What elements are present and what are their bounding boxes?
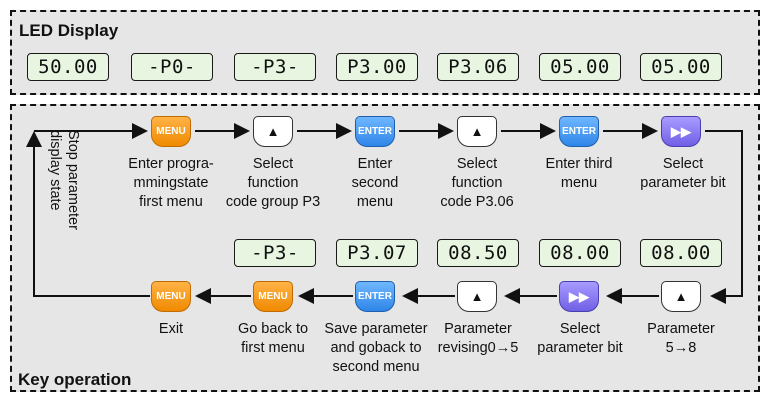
- led-value-1: 50.00: [27, 53, 109, 81]
- led-value-5: P3.06: [437, 53, 519, 81]
- shift-key[interactable]: ▶▶: [661, 116, 701, 147]
- led-value-3: -P3-: [234, 53, 316, 81]
- led-value-row2-4: 08.00: [539, 239, 621, 267]
- led-display-title: LED Display: [19, 21, 119, 40]
- up-key[interactable]: ▲: [457, 116, 497, 147]
- led-value-row2-3: 08.50: [437, 239, 519, 267]
- up-key[interactable]: ▲: [661, 281, 701, 312]
- enter-key[interactable]: ENTER: [355, 281, 395, 312]
- enter-key[interactable]: ENTER: [559, 116, 599, 147]
- up-key[interactable]: ▲: [253, 116, 293, 147]
- led-value-2: -P0-: [131, 53, 213, 81]
- led-value-row2-5: 08.00: [640, 239, 722, 267]
- led-value-6: 05.00: [539, 53, 621, 81]
- menu-key[interactable]: MENU: [151, 116, 191, 147]
- up-key[interactable]: ▲: [457, 281, 497, 312]
- menu-key[interactable]: MENU: [151, 281, 191, 312]
- key-operation-panel: Key operation: [10, 104, 760, 392]
- key-operation-title: Key operation: [18, 370, 132, 389]
- led-value-7: 05.00: [640, 53, 722, 81]
- enter-key[interactable]: ENTER: [355, 116, 395, 147]
- step-caption: Exit: [158, 321, 184, 337]
- led-value-row2-1: -P3-: [234, 239, 316, 267]
- led-value-row2-2: P3.07: [336, 239, 418, 267]
- shift-key[interactable]: ▶▶: [559, 281, 599, 312]
- menu-key[interactable]: MENU: [253, 281, 293, 312]
- led-value-4: P3.00: [336, 53, 418, 81]
